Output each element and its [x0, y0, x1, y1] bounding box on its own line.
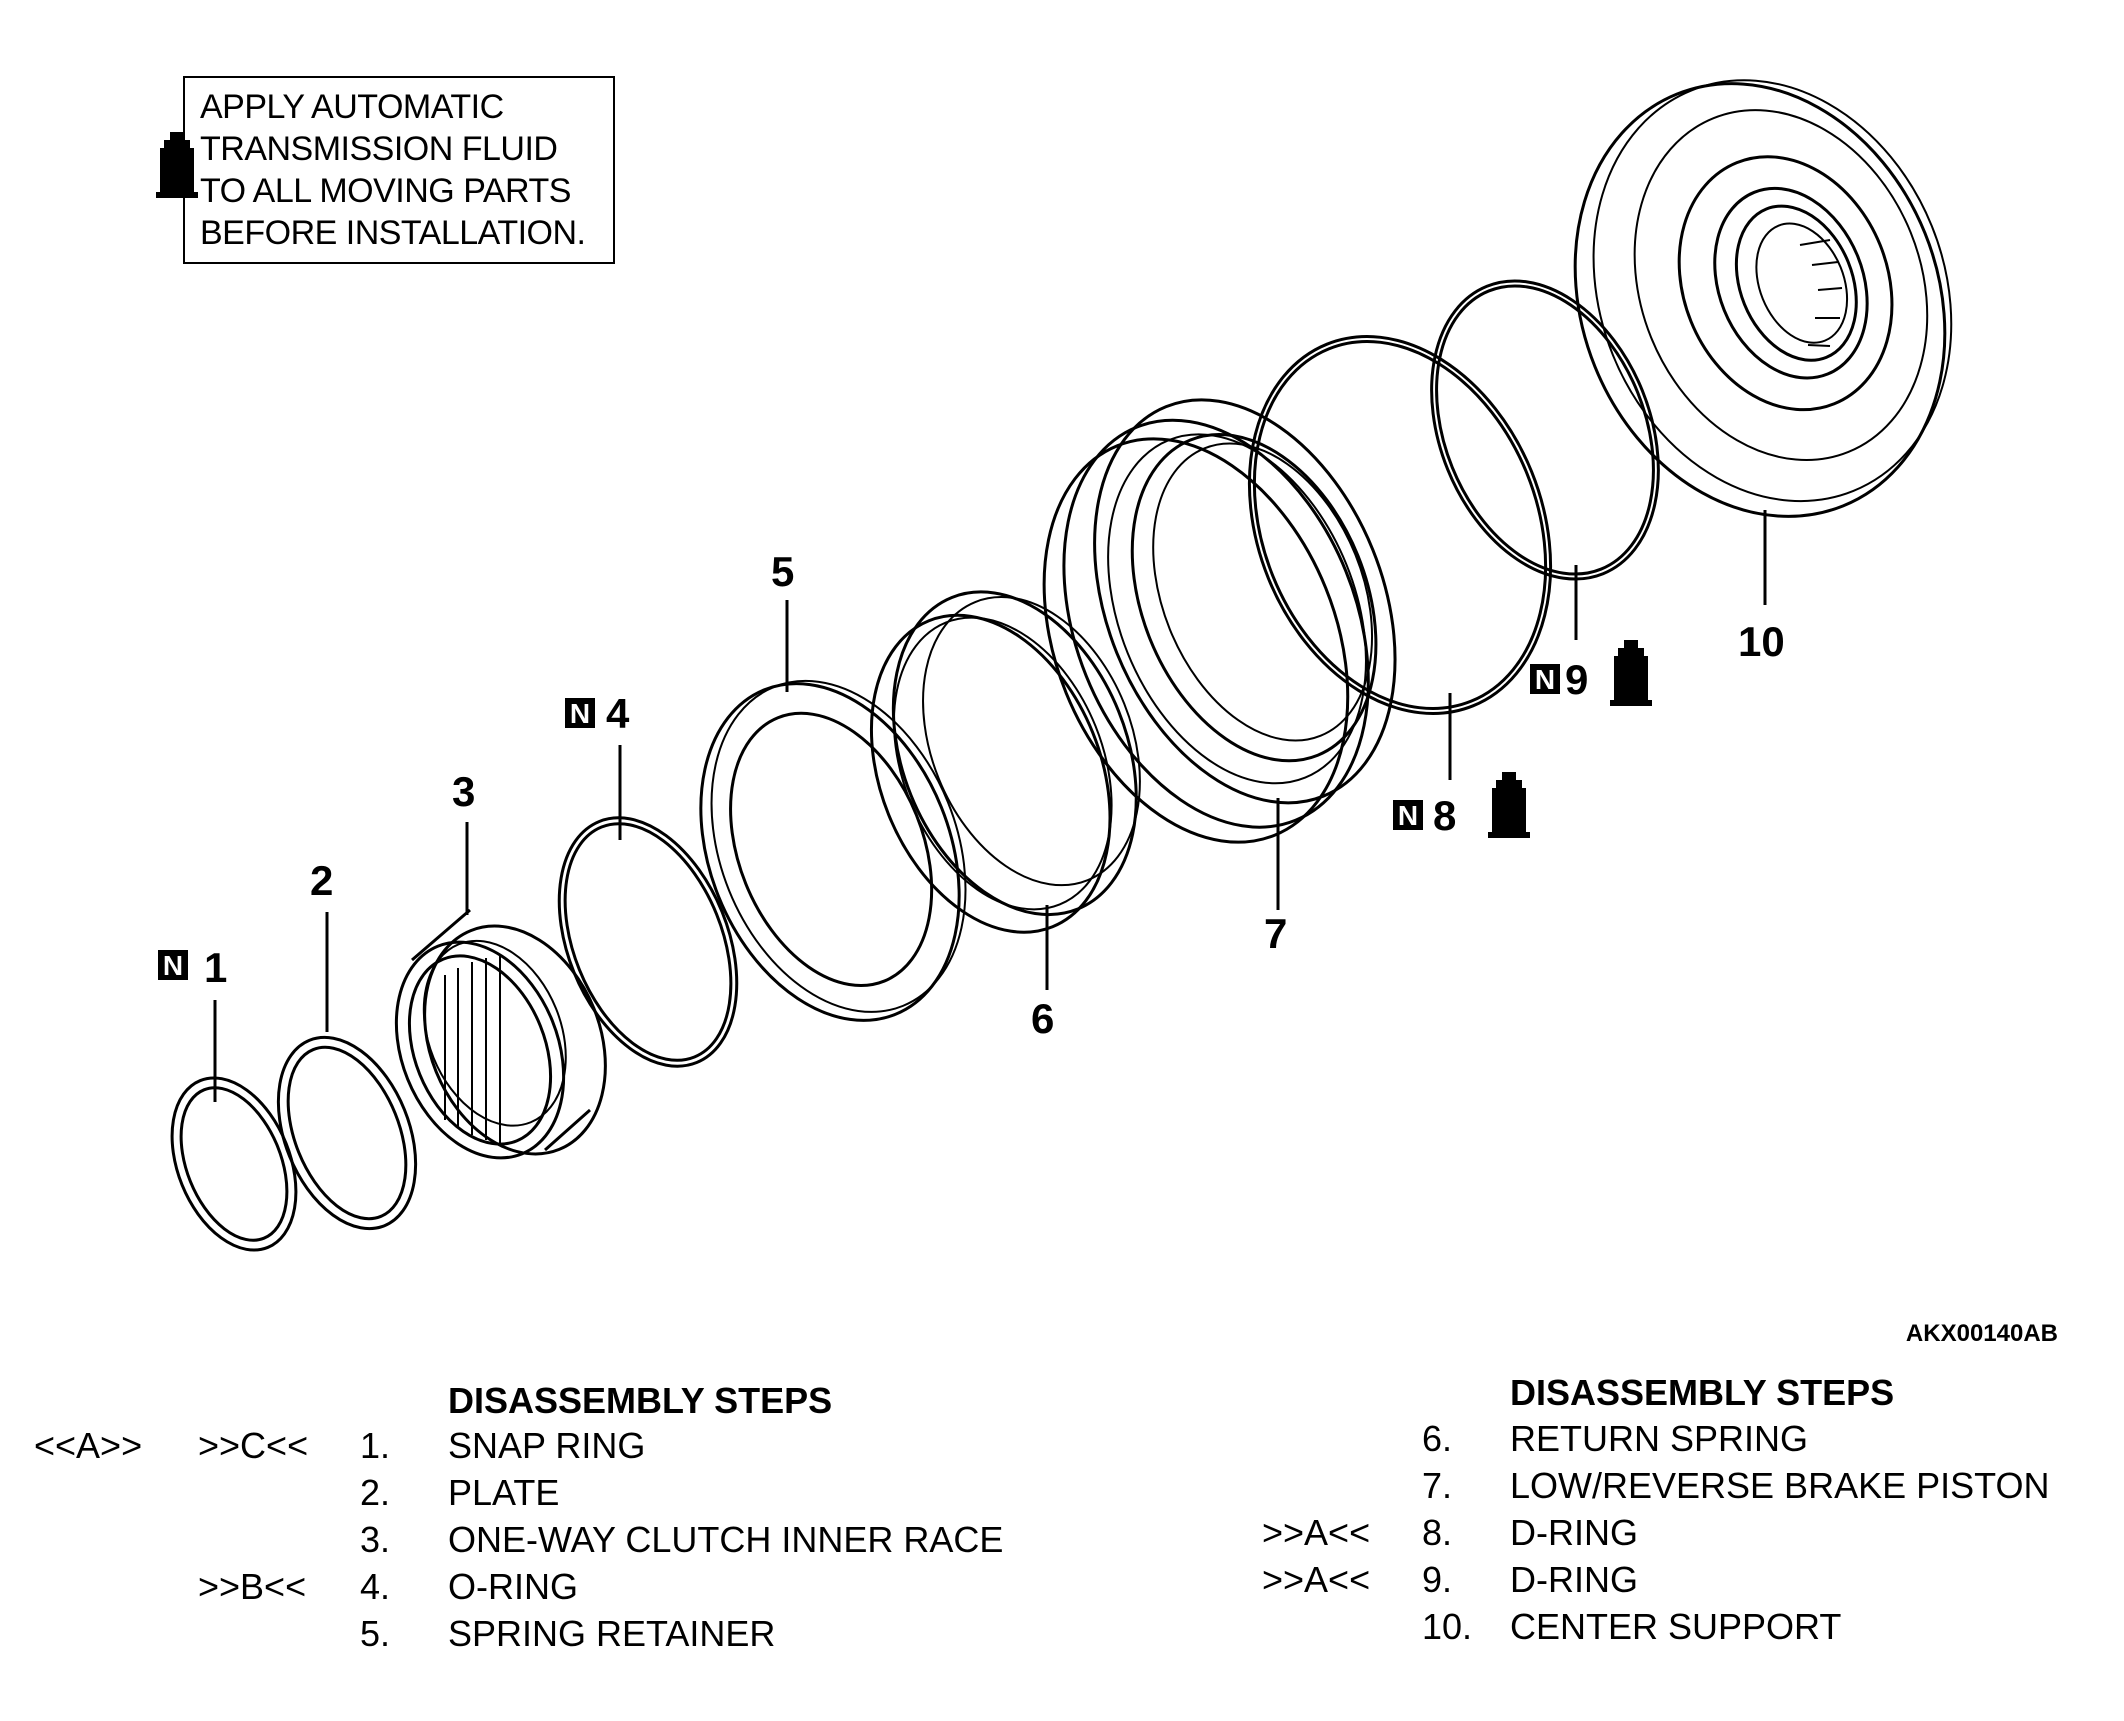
step-number: 4. [360, 1566, 391, 1607]
svg-text:N: N [163, 950, 183, 981]
step-label: ONE-WAY CLUTCH INNER RACE [448, 1519, 1004, 1560]
step-number: 9. [1422, 1559, 1453, 1600]
callout-4: 4 [606, 690, 630, 737]
step-number: 7. [1422, 1465, 1453, 1506]
step-label: LOW/REVERSE BRAKE PISTON [1510, 1465, 2050, 1506]
svg-text:N: N [1535, 664, 1555, 695]
step-label: CENTER SUPPORT [1510, 1606, 1842, 1647]
callout-2: 2 [310, 857, 334, 904]
part-3-one-way-clutch-inner-race [394, 908, 607, 1160]
step-number: 6. [1422, 1418, 1453, 1459]
step-label: D-RING [1510, 1559, 1638, 1600]
n-mark-9-icon: N [1530, 664, 1560, 695]
step-number: 10. [1422, 1606, 1473, 1647]
steps-left-heading: DISASSEMBLY STEPS [448, 1380, 833, 1421]
n-mark-8-icon: N [1393, 800, 1423, 831]
assembly-ref: >>A<< [1262, 1512, 1371, 1553]
svg-text:N: N [1398, 800, 1418, 831]
callout-7: 7 [1264, 910, 1288, 957]
callout-8: 8 [1433, 792, 1457, 839]
step-label: SPRING RETAINER [448, 1613, 776, 1654]
step-label: D-RING [1510, 1512, 1638, 1553]
fluid-bottle-icon [156, 132, 198, 198]
steps-right-heading: DISASSEMBLY STEPS [1510, 1372, 1895, 1413]
part-5-spring-retainer [699, 679, 967, 1022]
assembly-ref: >>A<< [1262, 1559, 1371, 1600]
figure-code: AKX00140AB [1905, 1320, 2058, 1347]
fluid-bottle-icon-9 [1610, 640, 1652, 706]
note-line-4: BEFORE INSTALLATION. [200, 214, 586, 252]
svg-text:N: N [570, 698, 590, 729]
step-number: 8. [1422, 1512, 1453, 1553]
step-number: 1. [360, 1425, 391, 1466]
step-label: PLATE [448, 1472, 560, 1513]
callout-3: 3 [452, 768, 476, 815]
fluid-bottle-icon-8 [1488, 772, 1530, 838]
part-9-d-ring [1430, 279, 1660, 581]
step-number: 5. [360, 1613, 391, 1654]
note-line-2: TRANSMISSION FLUID [200, 130, 558, 168]
step-label: RETURN SPRING [1510, 1418, 1809, 1459]
callout-9: 9 [1565, 656, 1589, 703]
part-6-return-spring [869, 590, 1141, 934]
part-4-o-ring [557, 816, 739, 1068]
note-line-3: TO ALL MOVING PARTS [200, 172, 571, 210]
note-line-1: APPLY AUTOMATIC [200, 88, 504, 126]
step-label: SNAP RING [448, 1425, 646, 1466]
disassembly-ref: <<A>> [34, 1425, 143, 1466]
n-mark-4-icon: N [565, 698, 595, 729]
part-8-d-ring [1247, 335, 1553, 715]
assembly-ref: >>B<< [198, 1566, 307, 1607]
step-number: 3. [360, 1519, 391, 1560]
callout-6: 6 [1031, 995, 1055, 1042]
part-7-brake-piston [1042, 398, 1397, 844]
callout-5: 5 [771, 548, 795, 595]
part-10-center-support [1573, 79, 1953, 518]
step-label: O-RING [448, 1566, 578, 1607]
fluid-note-box [183, 76, 615, 264]
n-mark-1-icon: N [158, 950, 188, 981]
part-2-plate [276, 1035, 418, 1231]
leader-lines [213, 510, 1767, 1102]
callout-1: 1 [204, 944, 228, 991]
callout-10: 10 [1738, 618, 1785, 665]
assembly-ref: >>C<< [198, 1425, 309, 1466]
step-number: 2. [360, 1472, 391, 1513]
